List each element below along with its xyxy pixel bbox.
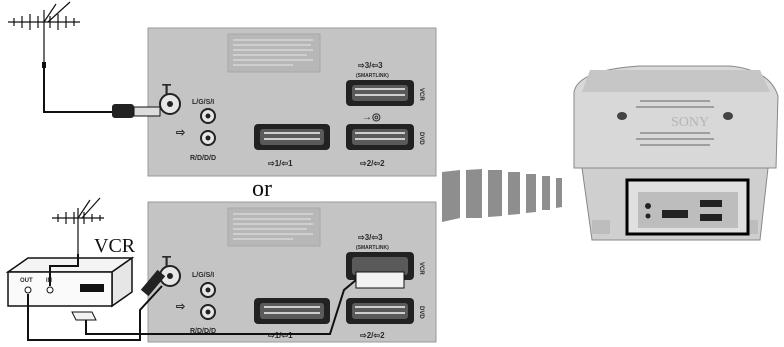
vcr-out-socket bbox=[24, 286, 32, 294]
top-antenna bbox=[8, 1, 161, 118]
vcr-scart-cable bbox=[85, 279, 357, 335]
bottom-audio-r-label: R/D/D/D bbox=[190, 328, 216, 335]
top-antenna-cable bbox=[43, 68, 112, 113]
bottom-dvd-side-label: DVD bbox=[418, 306, 424, 319]
top-dvd-side-label: DVD bbox=[418, 132, 424, 145]
bottom-audio-l-label: L/G/S/I bbox=[192, 272, 214, 279]
top-audio-out-icon: ⇨ bbox=[176, 127, 186, 139]
vcr-label: VCR bbox=[94, 235, 136, 257]
bottom-audio-out-icon: ⇨ bbox=[176, 301, 186, 313]
antenna-to-vcr-cable bbox=[49, 254, 79, 286]
top-audio-l-label: L/G/S/I bbox=[192, 99, 214, 106]
bottom-smartlink-label: (SMARTLINK) bbox=[356, 245, 389, 251]
vcr-out-label: OUT bbox=[20, 278, 33, 284]
tv-mini-scart2 bbox=[700, 214, 722, 221]
tv-screw-left bbox=[617, 112, 627, 120]
bottom-warning-text-lines bbox=[233, 213, 313, 240]
top-antenna-symbol: Τ bbox=[162, 81, 171, 98]
vcr-scart-socket bbox=[80, 284, 104, 292]
bottom-antenna bbox=[52, 197, 104, 254]
top-scart2-label: ⇨2/⇦2 bbox=[360, 159, 385, 168]
tv-screw-right bbox=[723, 112, 733, 120]
or-separator: or bbox=[252, 176, 272, 202]
vcr-out-to-tv-cable bbox=[27, 285, 163, 341]
bottom-antenna-symbol: Τ bbox=[162, 253, 171, 270]
tv-rear-view: SONY bbox=[573, 65, 779, 241]
top-signal-arrow-icon: →◎ bbox=[362, 112, 381, 123]
tv-mini-scart1 bbox=[662, 210, 688, 218]
tv-brand-logo: SONY bbox=[671, 115, 709, 130]
bottom-scart1-label: ⇨1/⇦1 bbox=[268, 331, 293, 340]
top-audio-r-label: R/D/D/D bbox=[190, 155, 216, 162]
top-scart3-label: ⇨3/⇦3 bbox=[358, 61, 383, 70]
bottom-scart3-label: ⇨3/⇦3 bbox=[358, 233, 383, 242]
vcr-scart-plug bbox=[71, 311, 97, 321]
vcr-in-socket bbox=[46, 286, 54, 294]
top-scart1-label: ⇨1/⇦1 bbox=[268, 159, 293, 168]
top-antenna-plug bbox=[112, 104, 134, 118]
tv-vent-grille bbox=[636, 100, 714, 146]
tv-mini-scart3 bbox=[700, 200, 722, 207]
top-smartlink-label: (SMARTLINK) bbox=[356, 73, 389, 79]
bottom-scart3-plug bbox=[355, 271, 405, 289]
top-vcr-side-label: VCR bbox=[418, 88, 424, 101]
bottom-vcr-side-label: VCR bbox=[418, 262, 424, 275]
zoom-indicator bbox=[442, 169, 562, 222]
top-rear-panel: Τ L/G/S/I ⇨ R/D/D/D ⇨1/⇦1 ⇨3/⇦3 (SMARTLI… bbox=[147, 27, 437, 177]
top-warning-text-lines bbox=[233, 39, 313, 66]
bottom-rear-panel: Τ L/G/S/I ⇨ R/D/D/D ⇨1/⇦1 ⇨3/⇦3 (SMARTLI… bbox=[147, 201, 437, 343]
vcr-rf-plug bbox=[140, 269, 166, 297]
bottom-scart2-label: ⇨2/⇦2 bbox=[360, 331, 385, 340]
